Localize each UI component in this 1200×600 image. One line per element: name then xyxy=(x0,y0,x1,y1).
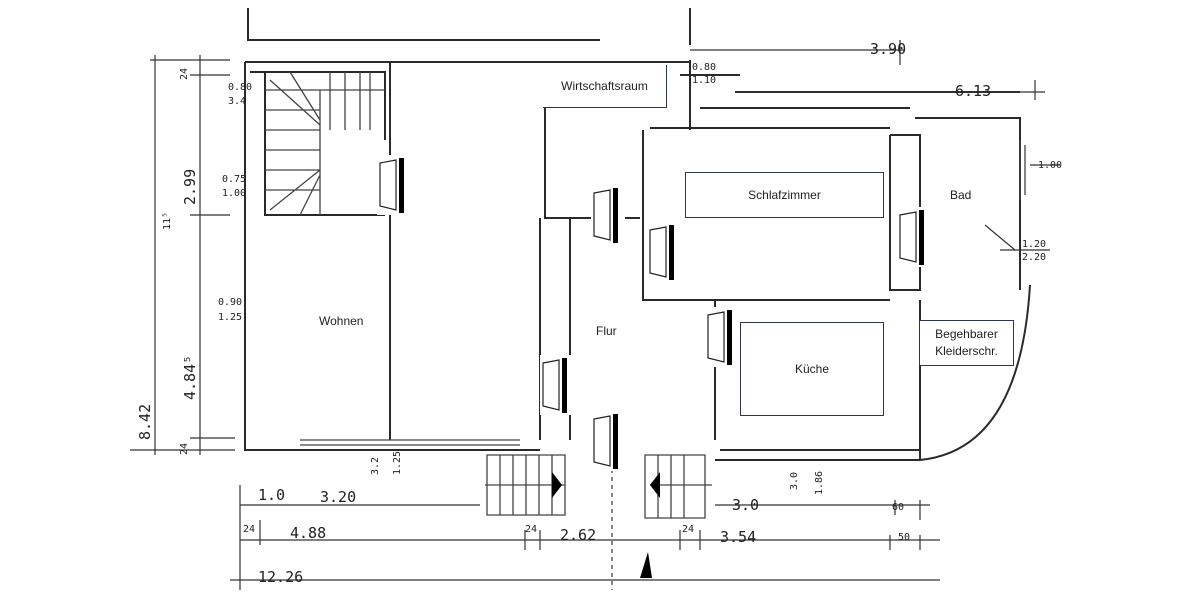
dim-6-13: 6.13 xyxy=(955,82,991,100)
dim-2-62: 2.62 xyxy=(560,526,596,544)
room-label-kueche: Küche xyxy=(740,322,884,416)
win-dim: 1.86 xyxy=(814,471,825,495)
win-dim: 0.90 xyxy=(218,297,242,308)
door-icon xyxy=(705,307,739,367)
dim-8-42: 8.42 xyxy=(136,404,154,440)
staircase xyxy=(250,71,386,216)
win-dim: 3.4 xyxy=(228,96,246,107)
dimension-lines xyxy=(130,40,1060,590)
win-dim: 1.25 xyxy=(392,451,403,475)
win-dim: 0.75 xyxy=(222,174,246,185)
dim-50: 50 xyxy=(898,532,910,543)
dim-2-99: 2.99 xyxy=(181,169,199,205)
dim-60: 60 xyxy=(892,502,904,513)
room-label-kleiderschrank: Begehbarer Kleiderschr. xyxy=(919,320,1014,366)
dim-4-88: 4.88 xyxy=(290,524,326,542)
dim-24a: 24 xyxy=(243,524,255,535)
dim-3-54: 3.54 xyxy=(720,528,756,546)
north-arrow-icon xyxy=(640,552,652,578)
door-icon xyxy=(377,155,411,215)
dimension-labels: 3.90 6.13 8.42 2.99 4.84⁵ 24 24 11⁵ 1.0 … xyxy=(136,40,1062,586)
dim-24-top: 24 xyxy=(179,68,190,80)
door-icon xyxy=(540,355,574,415)
door-icon xyxy=(591,411,625,471)
room-label-wirtschaftsraum: Wirtschaftsraum xyxy=(543,65,667,108)
doors xyxy=(377,155,931,471)
dim-3-20: 3.20 xyxy=(320,488,356,506)
win-dim: 3.0 xyxy=(789,472,800,490)
room-label-wohnen: Wohnen xyxy=(319,314,364,328)
door-icon xyxy=(897,207,931,267)
entrance-stairs xyxy=(485,454,712,519)
win-dim: 0.80 xyxy=(228,82,252,93)
door-icon xyxy=(647,222,681,282)
dim-3-0: 3.0 xyxy=(732,496,759,514)
win-dim: 0.80 xyxy=(692,62,716,73)
win-dim: 1.10 xyxy=(692,75,716,86)
dim-24-bottom: 24 xyxy=(179,443,190,455)
room-label-bad: Bad xyxy=(950,188,972,202)
dim-3-90: 3.90 xyxy=(870,40,906,58)
door-icon xyxy=(591,185,625,245)
dim-11-5: 11⁵ xyxy=(162,212,173,230)
dim-24b: 24 xyxy=(525,524,537,535)
win-dim: 2.20 xyxy=(1022,252,1046,263)
dim-24c: 24 xyxy=(682,524,694,535)
win-dim: 1.00 xyxy=(222,188,246,199)
dim-1-0: 1.0 xyxy=(258,486,285,504)
walls xyxy=(244,8,1031,462)
win-dim: 1.25 xyxy=(218,312,242,323)
win-dim: 3.2 xyxy=(370,457,381,475)
room-label-flur: Flur xyxy=(596,324,617,338)
room-label-schlafzimmer: Schlafzimmer xyxy=(685,172,884,218)
dim-12-26: 12.26 xyxy=(258,568,303,586)
win-dim: 1.20 xyxy=(1022,239,1046,250)
dim-4-84: 4.84⁵ xyxy=(181,355,199,400)
win-dim: 1.00 xyxy=(1038,160,1062,171)
